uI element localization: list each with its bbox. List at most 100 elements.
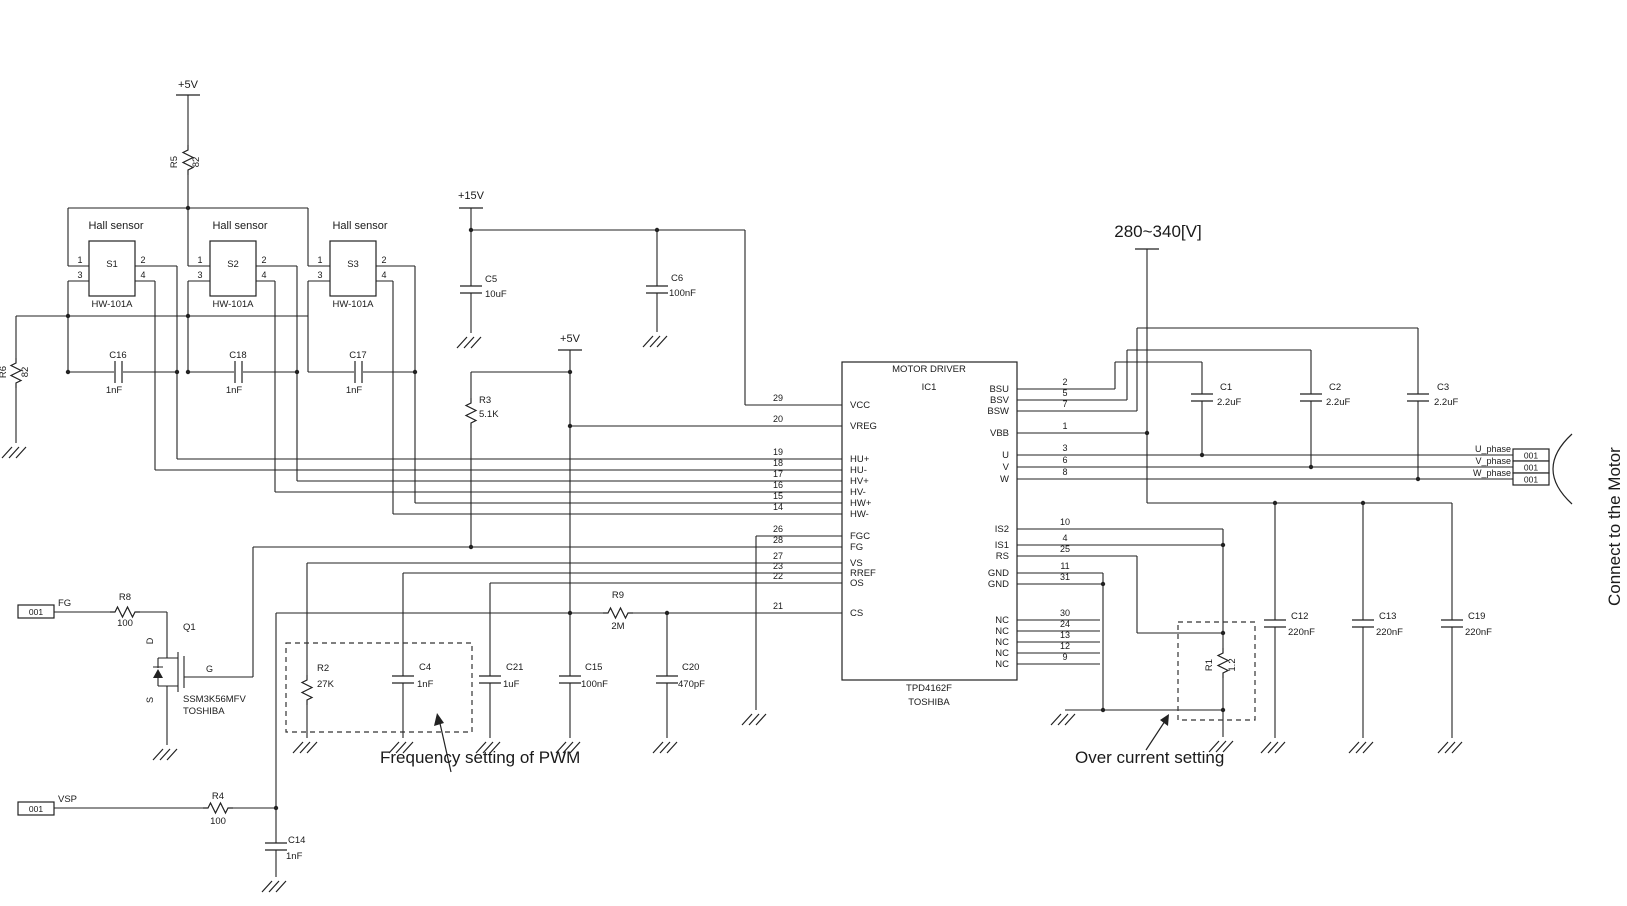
label-c18-ref: C18: [229, 350, 246, 361]
ic-pinnum-6: 6: [1062, 455, 1067, 465]
s1-pin4: 4: [140, 270, 145, 280]
ic-pin-nc2: NC: [995, 626, 1009, 637]
label-5v-top: +5V: [178, 79, 199, 91]
label-r4-value: 100: [210, 816, 226, 827]
label-c18-value: 1nF: [226, 385, 243, 396]
ic-pin-vbb: VBB: [990, 428, 1009, 439]
u-phase-value: 001: [1524, 451, 1538, 461]
ic-pinnum-12: 12: [1060, 641, 1070, 651]
ic-pin-fg: FG: [850, 542, 863, 553]
label-r5-value: 82: [191, 157, 202, 168]
ic-pinnum-29: 29: [773, 393, 783, 403]
label-c2-value: 2.2uF: [1326, 397, 1350, 408]
ic-pin-vreg: VREG: [850, 421, 877, 432]
capacitor-c13-symbol: [1351, 619, 1375, 628]
vsp-connector-value: 001: [29, 804, 43, 814]
ic-pinnum-2: 2: [1062, 377, 1067, 387]
capacitor-c3-symbol: [1406, 393, 1430, 402]
capacitor-c20-symbol: [655, 675, 679, 684]
fg-connector-box: [17, 604, 55, 619]
ground-c20: [652, 741, 678, 754]
capacitor-c2-symbol: [1299, 393, 1323, 402]
ic-pin-hvm: HV-: [850, 487, 866, 498]
capacitor-c4-symbol: [391, 675, 415, 684]
annotation-motor: Connect to the Motor: [1605, 447, 1624, 606]
hall-s3-ref: S3: [347, 259, 359, 270]
v-phase-value: 001: [1524, 463, 1538, 473]
label-c6-value: 100nF: [669, 288, 696, 299]
s3-pin1: 1: [317, 255, 322, 265]
ground-c5: [456, 336, 482, 349]
hall-sensor-s3-box: [329, 240, 377, 297]
label-c15-ref: C15: [585, 662, 602, 673]
label-c19-value: 220nF: [1465, 627, 1492, 638]
capacitor-c17-symbol: [354, 360, 363, 384]
ground-r6: [1, 446, 27, 459]
capacitor-c1-symbol: [1190, 393, 1214, 402]
q1-body-diode: [153, 669, 163, 678]
wire-hall-block: [15, 95, 842, 515]
hall-caption-1: Hall sensor: [88, 220, 143, 232]
wire-right-block: [1017, 249, 1513, 738]
wire-mid-block: [54, 208, 842, 877]
ground-c13: [1348, 741, 1374, 754]
label-c20-ref: C20: [682, 662, 699, 673]
junction-dots: [65, 205, 1421, 811]
capacitor-c16-symbol: [114, 360, 123, 384]
ic-pin-hup: HU+: [850, 454, 870, 465]
label-q1-ref: Q1: [183, 622, 196, 633]
ic-pin-w: W: [1000, 474, 1009, 485]
label-r2-ref: R2: [317, 663, 329, 674]
label-q1-drain: D: [145, 637, 155, 644]
label-r3-value: 5.1K: [479, 409, 499, 420]
ic-pin-gnd1: GND: [988, 568, 1009, 579]
ic-pin-bsw: BSW: [987, 406, 1009, 417]
ground-c6: [642, 335, 668, 348]
label-fg-connector: FG: [58, 598, 71, 609]
ic-pin-hvp: HV+: [850, 476, 869, 487]
ic-pinnum-21: 21: [773, 601, 783, 611]
label-vsp-connector: VSP: [58, 794, 77, 805]
label-c17-ref: C17: [349, 350, 366, 361]
capacitor-c14-symbol: [264, 842, 288, 851]
w-phase-value: 001: [1524, 475, 1538, 485]
ic-pinnum-8: 8: [1062, 467, 1067, 477]
label-r6-ref: R6: [0, 366, 9, 378]
label-c4-value: 1nF: [417, 679, 434, 690]
label-w-phase: W_phase: [1473, 468, 1511, 478]
ic-pin-nc4: NC: [995, 648, 1009, 659]
vsp-connector-box: [17, 801, 55, 816]
ic-pinnum-30: 30: [1060, 608, 1070, 618]
ic-pinnum-9: 9: [1062, 652, 1067, 662]
s2-pin4: 4: [261, 270, 266, 280]
ground-q1: [152, 748, 178, 761]
ic-part: TPD4162F: [906, 683, 952, 694]
ic-pinnum-18: 18: [773, 458, 783, 468]
label-c3-value: 2.2uF: [1434, 397, 1458, 408]
motor-brace-arc: [1552, 433, 1573, 505]
ground-c12: [1260, 741, 1286, 754]
label-c16-value: 1nF: [106, 385, 123, 396]
ic-pin-vs: VS: [850, 558, 863, 569]
label-r4-ref: R4: [212, 791, 224, 802]
ic-pinnum-24: 24: [1060, 619, 1070, 629]
ic-pinnum-15: 15: [773, 491, 783, 501]
ic-pin-fgc: FGC: [850, 531, 870, 542]
label-c12-ref: C12: [1291, 611, 1308, 622]
label-c17-value: 1nF: [346, 385, 363, 396]
ic-pinnum-4: 4: [1062, 533, 1067, 543]
s2-pin2: 2: [261, 255, 266, 265]
label-15v: +15V: [458, 190, 485, 202]
ic-pinnum-27: 27: [773, 551, 783, 561]
ic-pinnum-23: 23: [773, 561, 783, 571]
hall-s2-ref: S2: [227, 259, 239, 270]
label-r5-ref: R5: [169, 156, 180, 168]
s2-pin1: 1: [197, 255, 202, 265]
ic-pin-v: V: [1003, 462, 1010, 473]
ic-pin-is2: IS2: [995, 524, 1009, 535]
resistor-r8-symbol: [109, 606, 141, 618]
label-v-phase: V_phase: [1475, 456, 1511, 466]
ic-pinnum-3: 3: [1062, 443, 1067, 453]
label-c14-ref: C14: [288, 835, 305, 846]
